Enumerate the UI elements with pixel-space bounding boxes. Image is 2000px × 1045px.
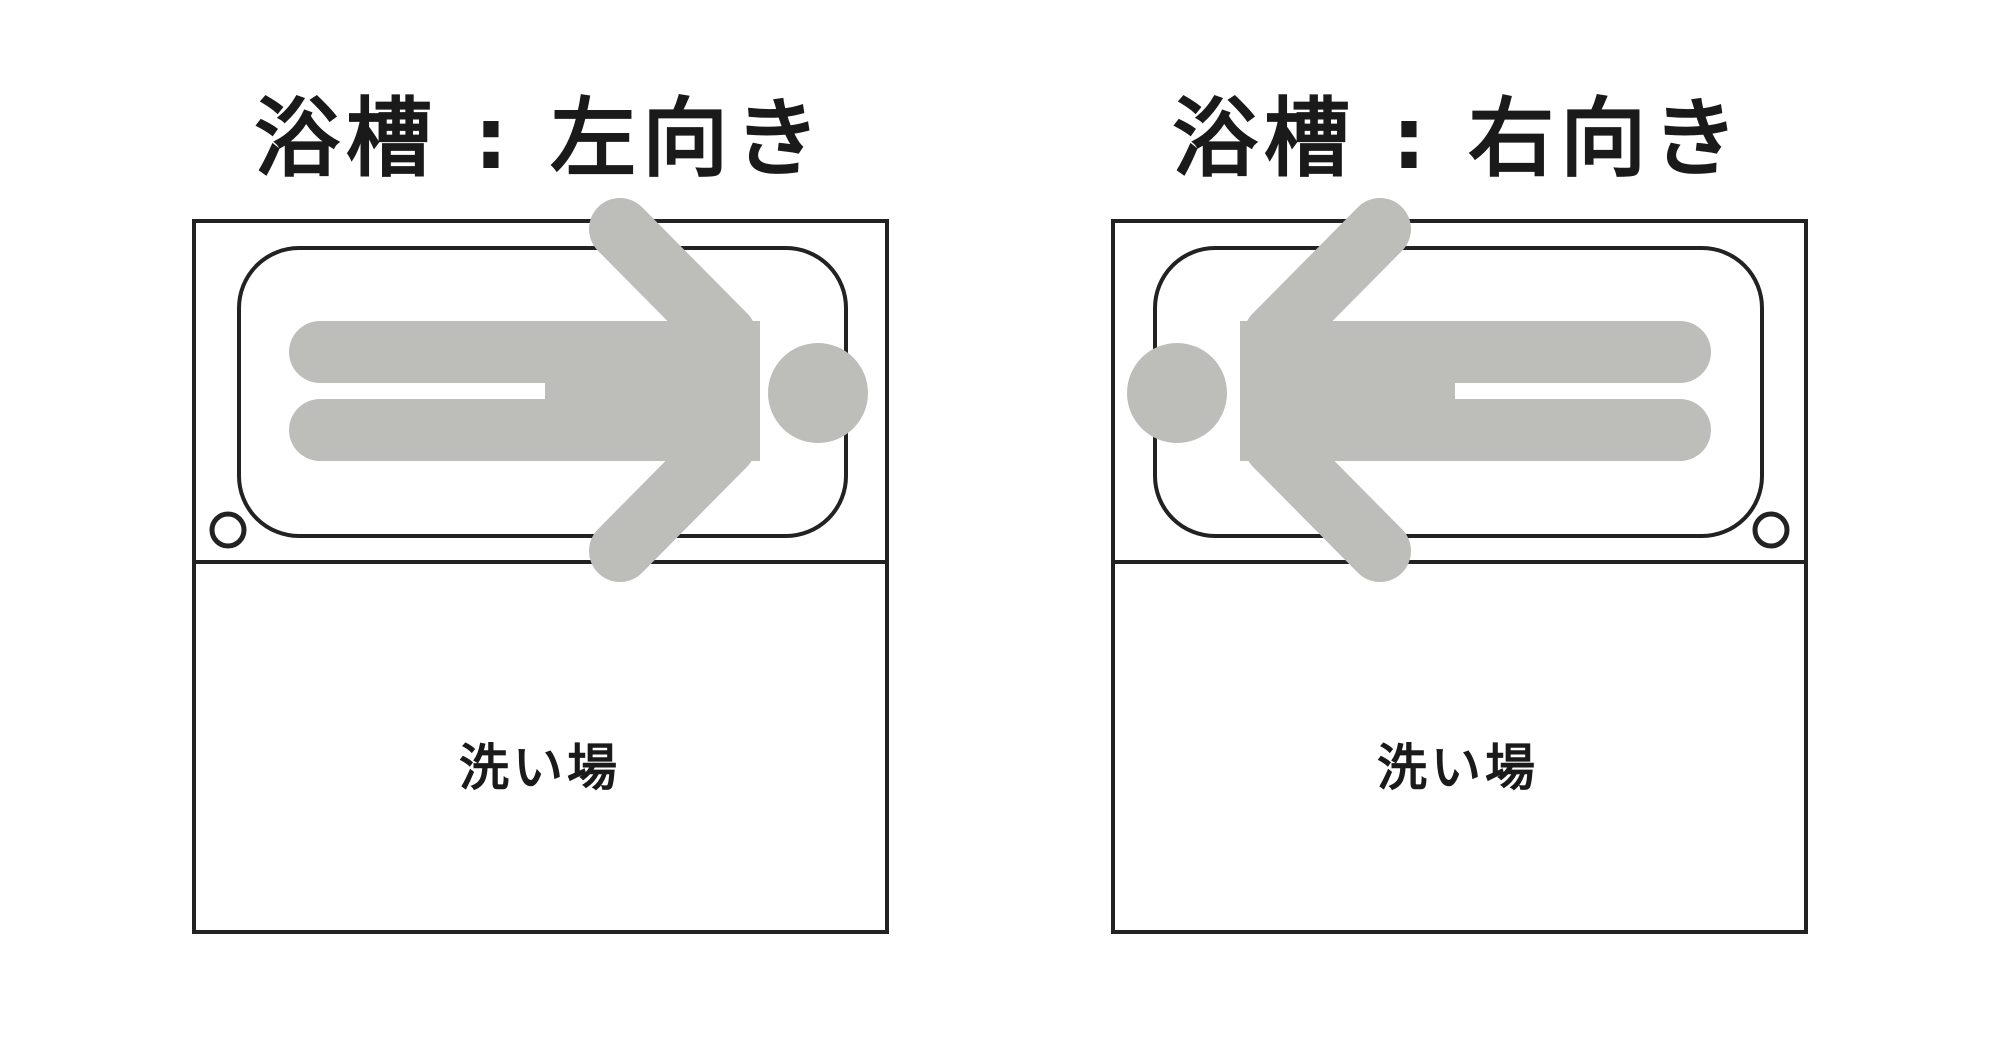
bathroom-frame-left [192,219,889,934]
person-lying-icon [289,198,868,582]
washing-area-label-left: 洗い場 [459,739,621,797]
drain-icon [209,511,247,549]
drain-icon [1752,511,1790,549]
washing-area-label-right: 洗い場 [1377,739,1539,797]
panel-right: 浴槽 : 右向き 洗い場 [1111,89,1808,934]
panel-title-right: 浴槽 : 右向き [1172,89,1744,189]
panel-title-left: 浴槽 : 左向き [254,89,826,189]
panel-left: 浴槽 : 左向き 洗い場 [192,89,889,934]
person-lying-icon [1127,198,1711,582]
bathroom-frame-right [1111,219,1808,934]
